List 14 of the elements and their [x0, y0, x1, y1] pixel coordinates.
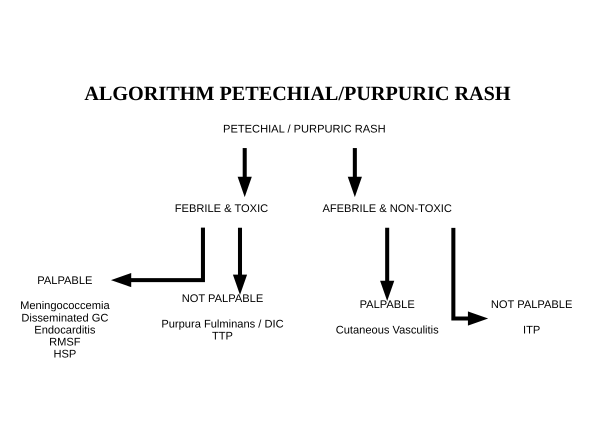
- arrow: [380, 227, 394, 301]
- arrow: [232, 227, 248, 294]
- diagram-title: ALGORITHM PETECHIAL/PURPURIC RASH: [84, 82, 511, 105]
- node-text: PALPABLE Meningococcemia Disseminated GC Endocarditis RMSF HSP: [20, 274, 110, 360]
- arrow: [451, 227, 488, 326]
- arrow: [110, 227, 205, 287]
- node-text: FEBRILE & TOXIC: [174, 202, 268, 215]
- node-text: PETECHIAL / PURPURIC RASH: [223, 122, 386, 135]
- node-text: PALPABLE Cutaneous Vasculitis: [336, 298, 439, 336]
- arrow: [238, 148, 252, 197]
- node-text: NOT PALPABLE Purpura Fulminans / DIC TTP: [161, 292, 284, 342]
- node-text: NOT PALPABLE ITP: [490, 298, 572, 336]
- arrow: [348, 148, 362, 197]
- node-text: AFEBRILE & NON-TOXIC: [322, 202, 452, 215]
